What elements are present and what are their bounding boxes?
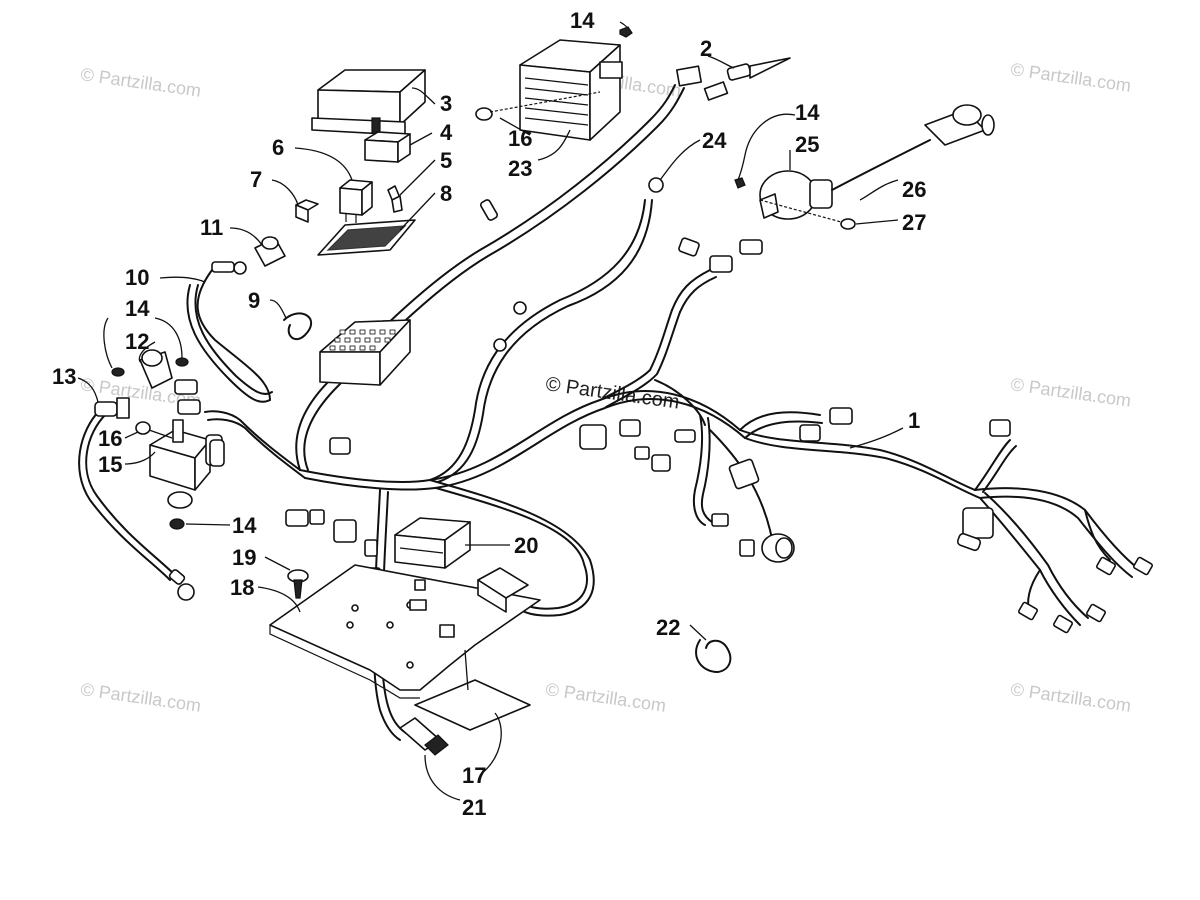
nut-top <box>619 26 633 38</box>
callout-27: 27 <box>902 210 926 235</box>
callout-1: 1 <box>908 408 920 433</box>
callout-14-right: 14 <box>795 100 820 125</box>
harness-right-connectors <box>579 407 1153 634</box>
watermark-bottom-right: © Partzilla.com <box>1009 679 1132 716</box>
callout-4: 4 <box>440 120 453 145</box>
handlebar-grip <box>831 104 995 191</box>
callout-22: 22 <box>656 615 680 640</box>
callout-7: 7 <box>250 167 262 192</box>
relay <box>339 179 373 223</box>
watermark-top-right: © Partzilla.com <box>1009 59 1132 96</box>
main-harness <box>78 84 1141 741</box>
callout-19: 19 <box>232 545 256 570</box>
callout-leaders <box>77 21 904 801</box>
sensor <box>399 717 449 756</box>
callout-14-left: 14 <box>125 296 150 321</box>
callout-21: 21 <box>462 795 486 820</box>
band-clamp <box>695 639 732 673</box>
callout-18: 18 <box>230 575 254 600</box>
fuse <box>295 199 319 223</box>
callout-25: 25 <box>795 132 819 157</box>
fuse-clip <box>387 185 403 213</box>
clip-9 <box>283 312 313 341</box>
callout-6: 6 <box>272 135 284 160</box>
screw-top <box>475 91 601 121</box>
callout-9: 9 <box>248 288 260 313</box>
fuse-block <box>319 319 411 386</box>
callout-15: 15 <box>98 452 122 477</box>
callout-5: 5 <box>440 148 452 173</box>
probe-terminal <box>726 57 791 81</box>
fuse-box-cover <box>311 69 426 136</box>
callout-14-top: 14 <box>570 8 595 33</box>
watermark-bottom-center: © Partzilla.com <box>544 679 667 716</box>
controller-module <box>394 517 471 569</box>
callout-20: 20 <box>514 533 538 558</box>
nut-left-group <box>111 357 189 530</box>
watermark-bottom-left: © Partzilla.com <box>79 679 202 716</box>
callout-13: 13 <box>52 364 76 389</box>
ring-terminal-24 <box>479 177 664 352</box>
relay-small <box>364 131 411 163</box>
indicator-lamp <box>739 533 795 563</box>
screw-left <box>135 421 173 439</box>
ring-terminal-10 <box>211 261 247 275</box>
callout-16-left: 16 <box>98 426 122 451</box>
callout-14-bottom: 14 <box>232 513 257 538</box>
callout-16-top: 16 <box>508 126 532 151</box>
screw-27 <box>759 199 856 230</box>
callout-26: 26 <box>902 177 926 202</box>
switch-connectors <box>678 237 763 273</box>
callout-10: 10 <box>125 265 149 290</box>
terminal-boot-12 <box>139 349 173 389</box>
callout-12: 12 <box>125 329 149 354</box>
callout-labels: 1 2 3 4 5 6 7 8 9 10 11 12 13 14 14 14 1… <box>52 8 926 820</box>
callout-2: 2 <box>700 36 712 61</box>
battery-cable-ring <box>168 569 195 601</box>
watermark-top-left: © Partzilla.com <box>79 64 202 101</box>
plate-connector <box>477 567 529 613</box>
callout-3: 3 <box>440 91 452 116</box>
callout-24: 24 <box>702 128 727 153</box>
callout-17: 17 <box>462 763 486 788</box>
terminal-cap-11 <box>254 236 286 267</box>
ignition-switch <box>734 170 833 220</box>
callout-8: 8 <box>440 181 452 206</box>
voltage-regulator <box>519 39 729 141</box>
callout-11: 11 <box>200 215 223 240</box>
adhesive-pad <box>414 679 531 731</box>
push-rivet <box>287 569 309 599</box>
fuse-circuit-board <box>317 219 416 256</box>
watermark-mid-right: © Partzilla.com <box>1009 374 1132 411</box>
callout-23: 23 <box>508 156 532 181</box>
ground-terminal-13 <box>94 379 201 419</box>
mounting-plate <box>269 564 541 699</box>
